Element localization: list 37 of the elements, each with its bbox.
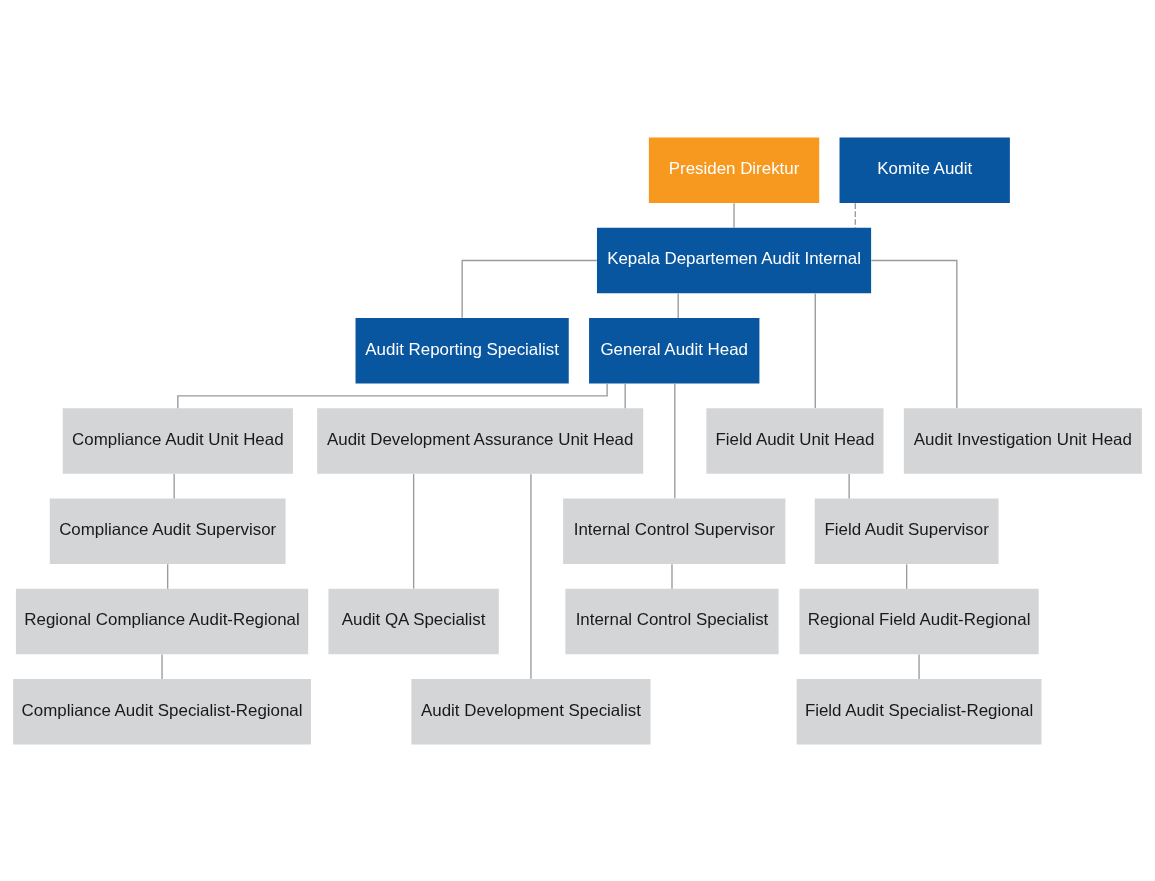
connector [671, 563, 673, 589]
connector [848, 472, 850, 499]
connector [854, 202, 856, 228]
connector [461, 259, 598, 318]
node-box: Internal Control Specialist [565, 588, 779, 654]
node-box: Audit Development Specialist [411, 678, 651, 744]
node-box: Compliance Audit Unit Head [62, 407, 293, 474]
connector [161, 653, 163, 680]
connector [677, 292, 679, 319]
connector [412, 472, 415, 589]
node-box: Audit QA Specialist [328, 588, 499, 654]
node-box: Compliance Audit Supervisor [49, 498, 286, 564]
node-box: Regional Compliance Audit-Regional [15, 588, 309, 654]
node-box: Kepala Departemen Audit Internal [596, 227, 872, 293]
node-box: Internal Control Supervisor [563, 498, 786, 564]
node-box: Presiden Direktur [648, 137, 820, 203]
node-box: Komite Audit [839, 137, 1010, 203]
node-box: Field Audit Specialist-Regional [796, 678, 1042, 744]
node-box: Audit Reporting Specialist [355, 317, 569, 383]
node-box: Audit Development Assurance Unit Head [317, 407, 644, 474]
node-box: Audit Investigation Unit Head [903, 407, 1142, 474]
node-box: Regional Field Audit-Regional [799, 588, 1039, 654]
connector [733, 202, 735, 228]
node-box: General Audit Head [589, 317, 760, 383]
connector [173, 472, 175, 499]
connector [674, 382, 676, 499]
connector [814, 292, 816, 409]
connector [177, 382, 608, 409]
connector [870, 259, 958, 409]
connector [167, 563, 169, 589]
connector [905, 563, 908, 589]
connector [624, 382, 626, 409]
node-box: Field Audit Supervisor [814, 498, 999, 564]
connector [918, 653, 920, 680]
node-box: Compliance Audit Specialist-Regional [13, 678, 311, 744]
node-box: Field Audit Unit Head [706, 407, 884, 474]
connector [530, 473, 532, 679]
